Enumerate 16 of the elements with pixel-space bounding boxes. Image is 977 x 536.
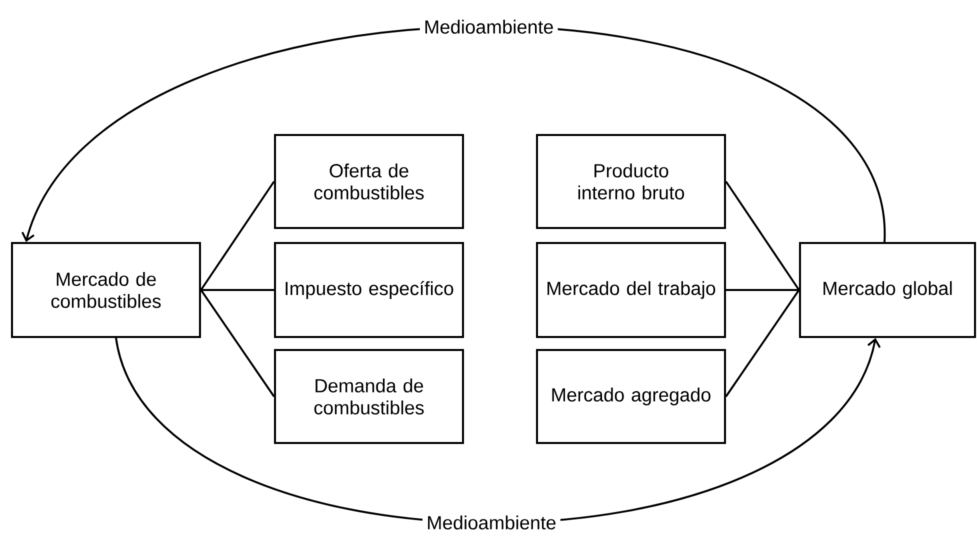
connector-line xyxy=(726,289,799,291)
process-box: Producto interno bruto xyxy=(536,134,726,229)
connector-line xyxy=(725,289,800,398)
connector-line xyxy=(201,289,274,291)
connector-line xyxy=(200,289,275,398)
process-box: Mercado de combustibles xyxy=(11,242,201,338)
process-box: Impuesto específico xyxy=(274,242,464,338)
connector-line xyxy=(725,180,800,291)
edge-label: Medioambiente xyxy=(422,512,560,534)
process-box: Demanda de combustibles xyxy=(274,349,464,444)
process-box: Mercado del trabajo xyxy=(536,242,726,338)
process-box: Oferta de combustibles xyxy=(274,134,464,229)
edge-label: Medioambiente xyxy=(420,16,558,38)
process-box: Mercado global xyxy=(799,242,976,338)
process-box: Mercado agregado xyxy=(536,349,726,444)
connector-line xyxy=(200,180,275,291)
